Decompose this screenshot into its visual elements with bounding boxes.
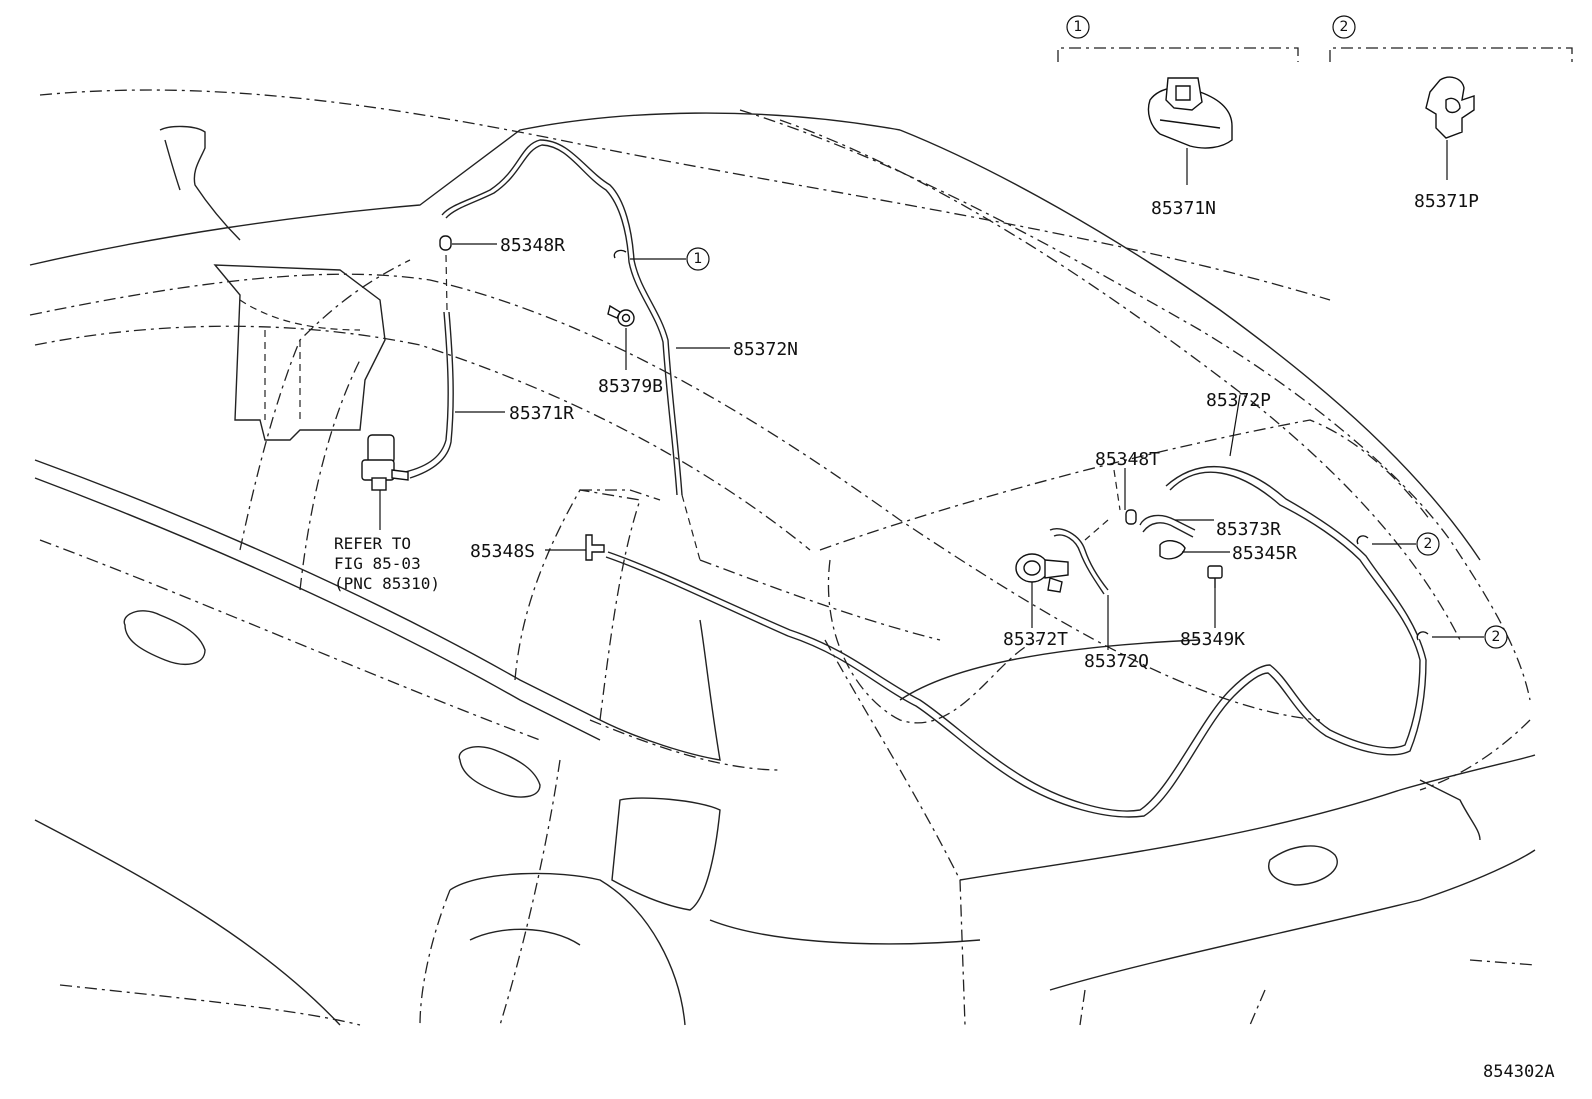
inset-clip-85371n-icon: [1147, 77, 1233, 149]
label-85379b: 85379B: [598, 376, 663, 397]
marker-1-on-hose: 1: [686, 247, 710, 271]
joint-85348s-icon: [585, 534, 605, 561]
label-85373r: 85373R: [1216, 519, 1281, 540]
clamp-1-icon: [613, 249, 627, 259]
svg-text:1: 1: [1074, 19, 1083, 35]
label-85349k: 85349K: [1180, 629, 1245, 650]
washer-pump-icon: [361, 434, 409, 491]
grommet-85345r-icon: [1159, 540, 1186, 560]
svg-text:2: 2: [1424, 536, 1433, 552]
inset-2-marker: 2: [1332, 15, 1356, 39]
reference-note-line1: REFER TO: [334, 534, 411, 553]
connector-85349k-icon: [1207, 565, 1223, 588]
nozzle-85348r-icon: [439, 235, 452, 251]
clamp-2a-icon: [1356, 535, 1369, 545]
rear-nozzle-85372t-icon: [1015, 553, 1069, 593]
svg-text:1: 1: [694, 251, 703, 267]
label-85348s: 85348S: [470, 541, 535, 562]
label-85372q: 85372Q: [1084, 651, 1149, 672]
clip-85379b-icon: [607, 304, 635, 327]
circle-markers: 1 2 1 2 2: [686, 15, 1508, 649]
label-85371r: 85371R: [509, 403, 574, 424]
svg-text:2: 2: [1492, 629, 1501, 645]
reference-note-line2: FIG 85-03: [334, 554, 421, 573]
marker-2-upper: 2: [1416, 532, 1440, 556]
label-85348t: 85348T: [1095, 449, 1160, 470]
svg-text:2: 2: [1340, 19, 1349, 35]
parts: [361, 76, 1475, 641]
label-85371p: 85371P: [1414, 191, 1479, 212]
label-85348r: 85348R: [500, 235, 565, 256]
vehicle-body-outline: [29, 89, 1536, 1026]
label-85372t: 85372T: [1003, 629, 1068, 650]
inset-clip-85371p-icon: [1425, 76, 1475, 139]
inset-1-marker: 1: [1066, 15, 1090, 39]
washer-hoses: [404, 139, 1427, 818]
reference-note-line3: (PNC 85310): [334, 574, 440, 593]
label-85345r: 85345R: [1232, 543, 1297, 564]
part-labels: 85371N 85371P 85348R 85371R 85379B 85372…: [334, 191, 1555, 1082]
leader-lines: [379, 243, 1484, 650]
marker-2-lower: 2: [1484, 625, 1508, 649]
clamp-2b-icon: [1416, 631, 1429, 641]
label-85372p: 85372P: [1206, 390, 1271, 411]
diagram-id: 854302A: [1483, 1062, 1555, 1082]
inset-brackets: [1057, 47, 1573, 185]
nozzle-85348t-icon: [1125, 509, 1137, 525]
label-85371n: 85371N: [1151, 198, 1216, 219]
label-85372n: 85372N: [733, 339, 798, 360]
